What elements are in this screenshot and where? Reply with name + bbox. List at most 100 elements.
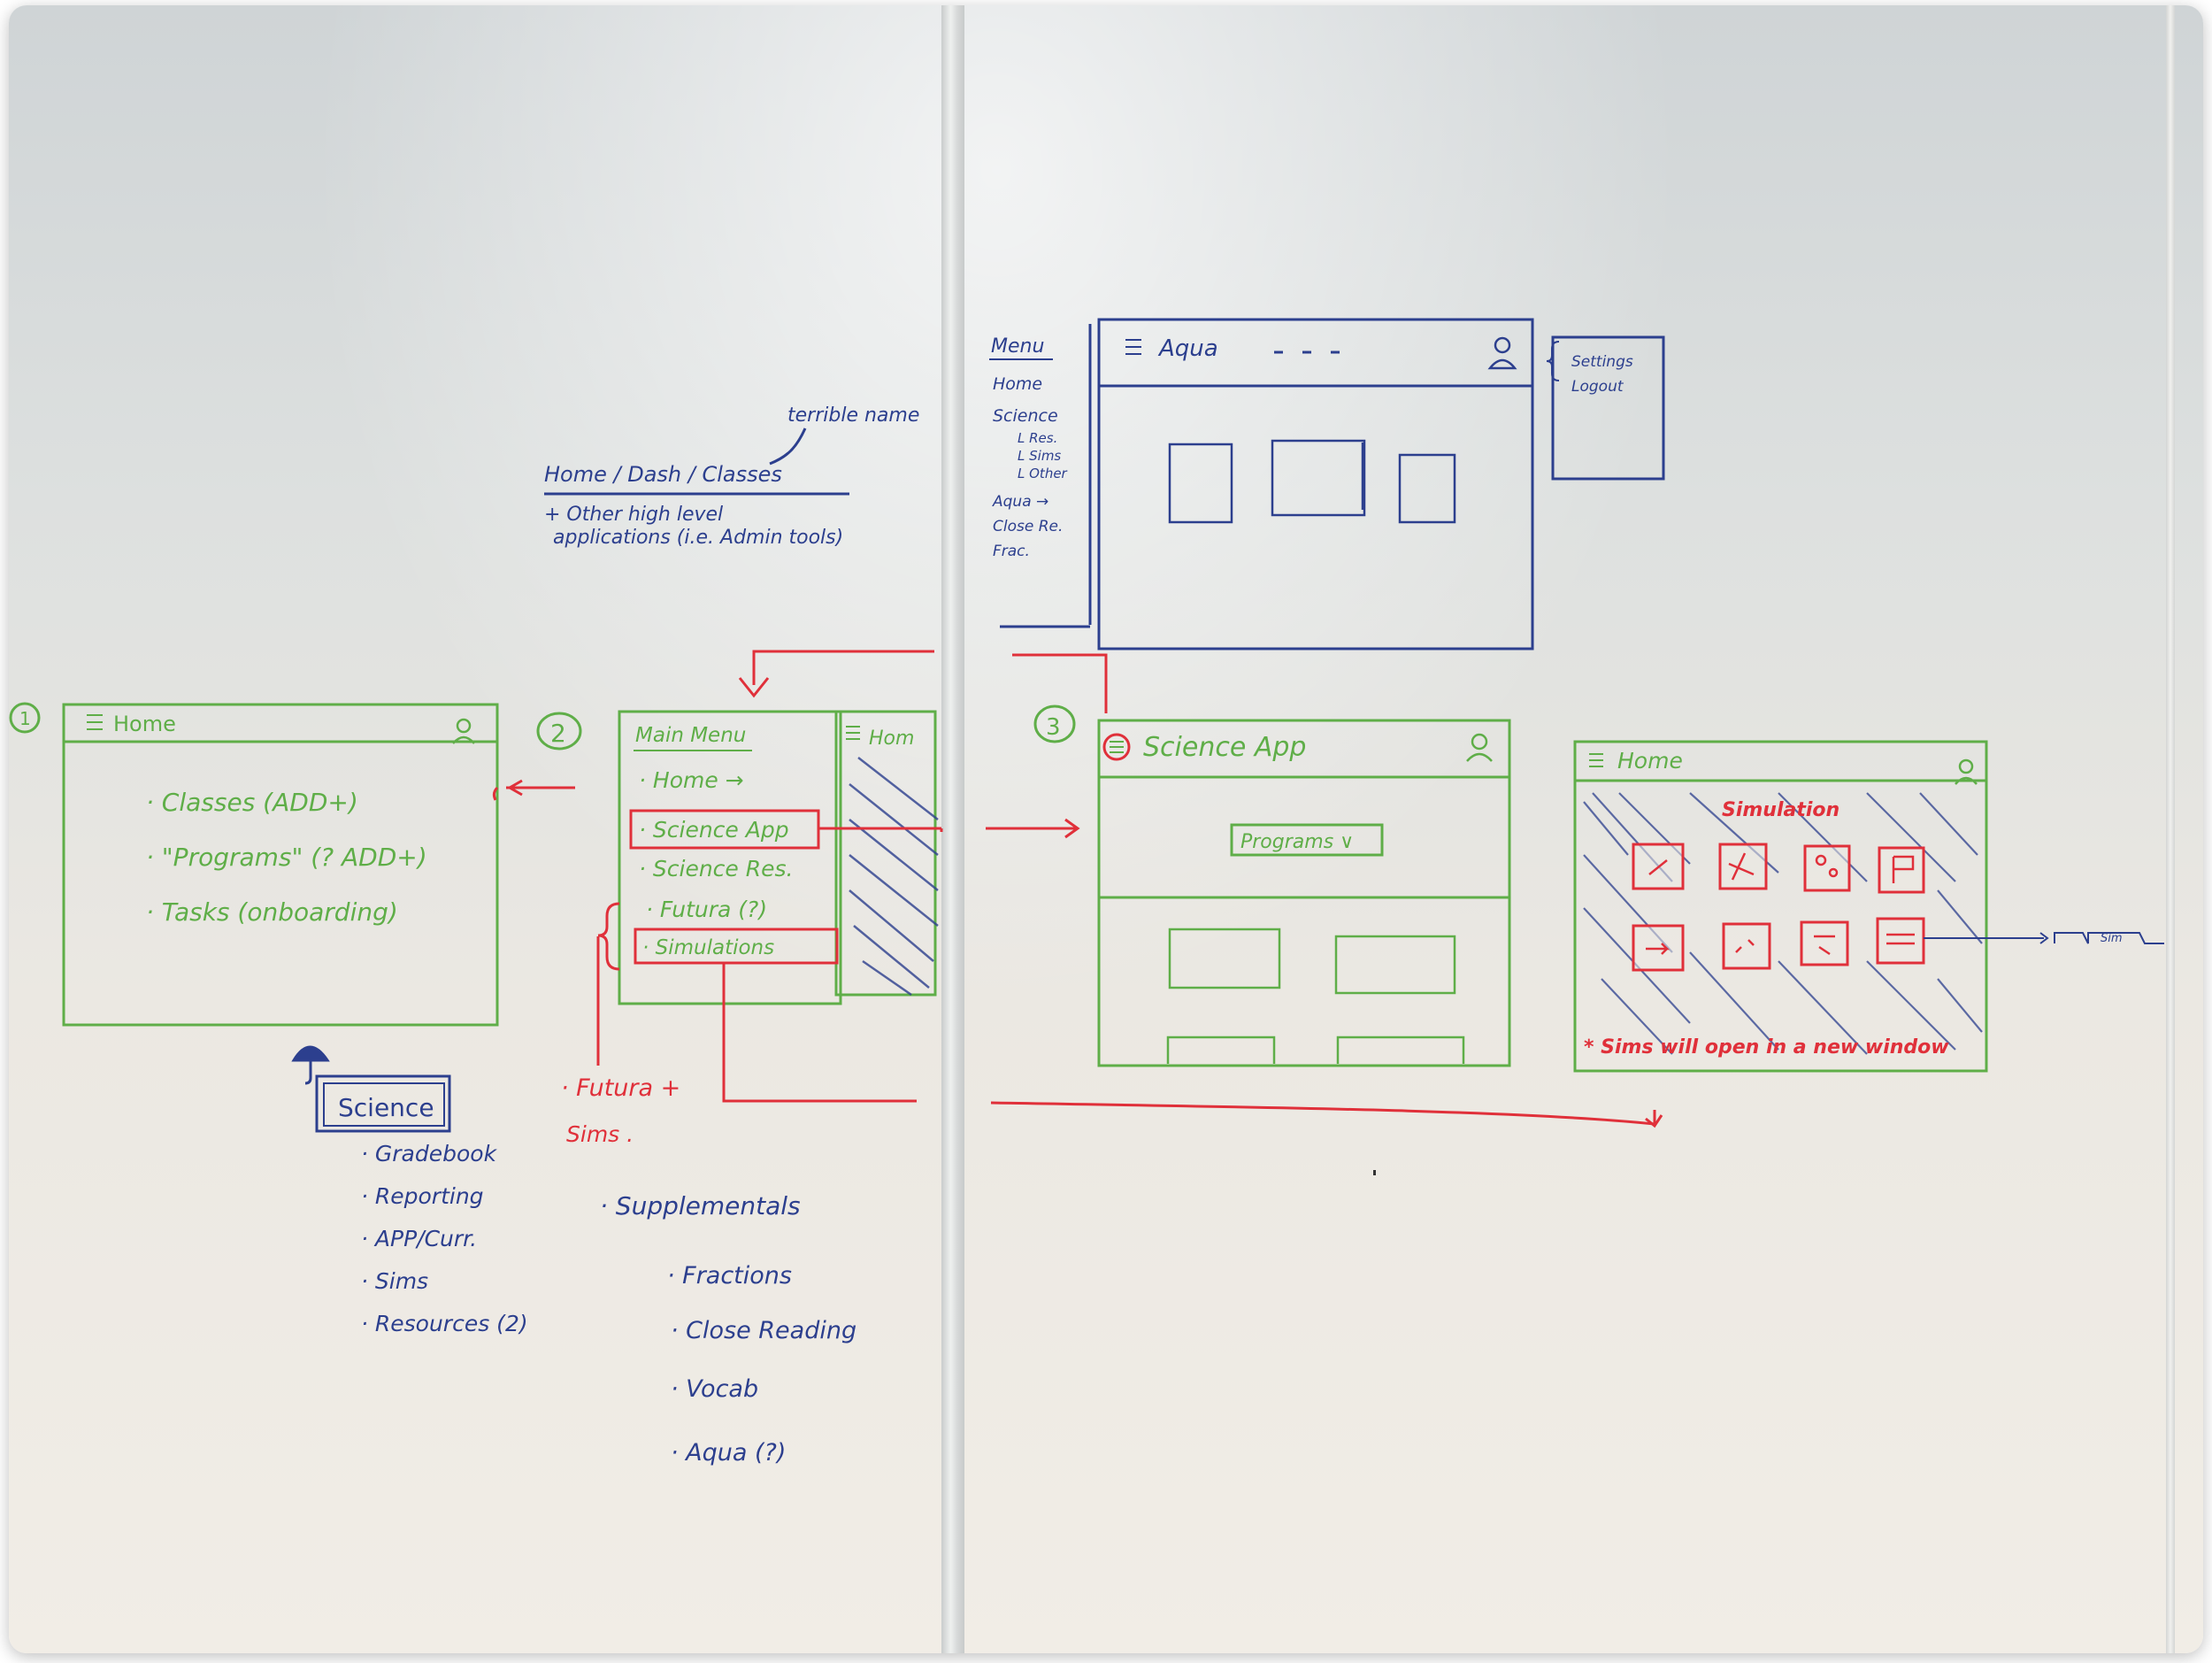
- sim-tile: [1718, 843, 1768, 890]
- menu-item: Home: [993, 374, 1042, 394]
- behind-window-title: Hom: [869, 728, 914, 750]
- simulation-home-window: [1573, 740, 1988, 1073]
- supplemental-item: · Fractions: [667, 1262, 792, 1290]
- simulation-home-title: Home: [1617, 748, 1683, 774]
- sim-tile: [1803, 844, 1851, 892]
- science-title: Science: [338, 1093, 434, 1122]
- flow-arrows: [492, 650, 1663, 1128]
- aqua-sketch: Menu Home Science L Res. L Sims L Other …: [989, 318, 1665, 651]
- hamburger-icon: [1102, 733, 1131, 761]
- sim-tile-grid: [1632, 843, 1925, 972]
- annotation-terrible-name: terrible name: [787, 404, 919, 427]
- home-item-tasks: · Tasks (onboarding): [146, 897, 398, 927]
- supplemental-item: · Close Reading: [671, 1317, 856, 1344]
- new-window-sketch: [2054, 932, 2164, 944]
- highlight-simulations: [634, 928, 839, 965]
- user-icon: [452, 718, 475, 744]
- screen-1: 1 Home · Classes (ADD+) · "Programs" (? …: [9, 702, 499, 1027]
- arrow-simulations-down: [722, 963, 917, 1103]
- science-item: · Gradebook: [361, 1141, 498, 1166]
- menu-item: Close Re.: [993, 518, 1063, 535]
- menu-title: Menu: [991, 335, 1044, 358]
- menu-item-home: · Home →: [639, 767, 744, 793]
- screen-number: 1: [19, 708, 31, 729]
- brace-icon: [1546, 341, 1560, 381]
- supplementals-title: · Supplementals: [600, 1191, 801, 1220]
- hamburger-icon: [846, 726, 860, 740]
- programs-dropdown: [1230, 823, 1384, 857]
- window-shading: [849, 757, 939, 997]
- science-app-title: Science App: [1143, 732, 1306, 763]
- whiteboard: terrible name Home / Dash / Classes + Ot…: [9, 5, 2203, 1653]
- simulation-section-title: Simulation: [1722, 799, 1839, 821]
- menu-item-science-app: · Science App: [639, 817, 789, 843]
- board-seam-right: [2166, 5, 2175, 1653]
- home-title: Home: [113, 712, 176, 736]
- dropdown-item-logout: Logout: [1571, 378, 1624, 396]
- futura-line-2: Sims .: [566, 1121, 634, 1147]
- supplemental-item: · Vocab: [671, 1375, 758, 1403]
- arrow-icon: [2039, 932, 2049, 944]
- main-menu-title: Main Menu: [635, 724, 746, 747]
- supplementals-list: · Supplementals · Fractions · Close Read…: [600, 1191, 856, 1467]
- note-heading: Home / Dash / Classes: [544, 462, 782, 487]
- home-window: [62, 703, 499, 1027]
- user-icon: [1487, 336, 1517, 370]
- board-seam: [941, 5, 964, 1653]
- science-app-window: [1097, 719, 1511, 1067]
- menu-item: Frac.: [993, 543, 1030, 560]
- user-icon: [1466, 733, 1493, 762]
- umbrella-icon: [291, 1045, 330, 1085]
- menu-item-futura: · Futura (?): [646, 897, 767, 922]
- note-line-1: + Other high level: [544, 504, 723, 526]
- futura-line-1: · Futura +: [561, 1074, 680, 1102]
- screen-number: 2: [550, 719, 566, 748]
- science-item: · Reporting: [361, 1183, 484, 1209]
- menu-item: L Res.: [1018, 430, 1057, 446]
- aqua-cards: [1168, 439, 1456, 524]
- menu-items: Home Science L Res. L Sims L Other Aqua …: [992, 374, 1068, 560]
- user-icon: [1955, 758, 1978, 785]
- science-item: · Sims: [361, 1268, 428, 1294]
- arrow-top-to-menu: [752, 650, 934, 685]
- sim-tile: [1876, 917, 1925, 965]
- menu-item: L Other: [1018, 466, 1068, 481]
- programs-dropdown-label: Programs ∨: [1240, 831, 1354, 853]
- menu-item-simulations: · Simulations: [642, 936, 774, 959]
- note-line-2: applications (i.e. Admin tools): [553, 527, 843, 549]
- sim-tile: [1800, 920, 1849, 966]
- dropdown-item-settings: Settings: [1571, 353, 1633, 371]
- home-item-classes: · Classes (ADD+): [146, 788, 358, 817]
- screen-number: 3: [1046, 714, 1061, 741]
- sims-new-window-note: * Sims will open in a new window: [1584, 1036, 1949, 1059]
- science-box: [315, 1074, 451, 1133]
- hamburger-icon: [1125, 339, 1141, 355]
- brace-icon: [597, 902, 620, 971]
- science-app-cards: [1166, 928, 1465, 1064]
- whiteboard-drawing: terrible name Home / Dash / Classes + Ot…: [9, 318, 2164, 1467]
- new-window-label: Sim: [2101, 932, 2123, 945]
- menu-item: Aqua →: [992, 493, 1048, 511]
- annotation-arrow-icon: [769, 427, 807, 466]
- sim-tile: [1632, 843, 1685, 890]
- stray-mark: [1373, 1170, 1376, 1175]
- science-item: · Resources (2): [361, 1311, 528, 1336]
- arrow-icon: [738, 677, 770, 698]
- hamburger-icon: [1589, 753, 1603, 767]
- home-item-programs: · "Programs" (? ADD+): [146, 843, 427, 872]
- science-item: · APP/Curr.: [361, 1226, 477, 1251]
- supplemental-item: · Aqua (?): [671, 1439, 786, 1467]
- profile-dropdown: [1551, 335, 1665, 481]
- aqua-window: [1097, 318, 1534, 651]
- futura-note: · Futura + Sims .: [561, 1074, 680, 1147]
- menu-item: Science: [993, 406, 1058, 426]
- top-note: terrible name Home / Dash / Classes + Ot…: [544, 404, 919, 549]
- arrow-icon: [1064, 818, 1080, 839]
- aqua-window-title: Aqua: [1157, 335, 1218, 362]
- menu-item: L Sims: [1018, 448, 1061, 464]
- science-list: Science · Gradebook · Reporting · APP/Cu…: [291, 1045, 528, 1336]
- sim-tile-glyphs: [1646, 852, 1915, 956]
- hamburger-icon: [87, 714, 103, 730]
- screen-2: 2 Hom Main Menu · Home → · Science App ·…: [536, 710, 939, 1005]
- screen-4: Home Simulation: [1573, 740, 2164, 1073]
